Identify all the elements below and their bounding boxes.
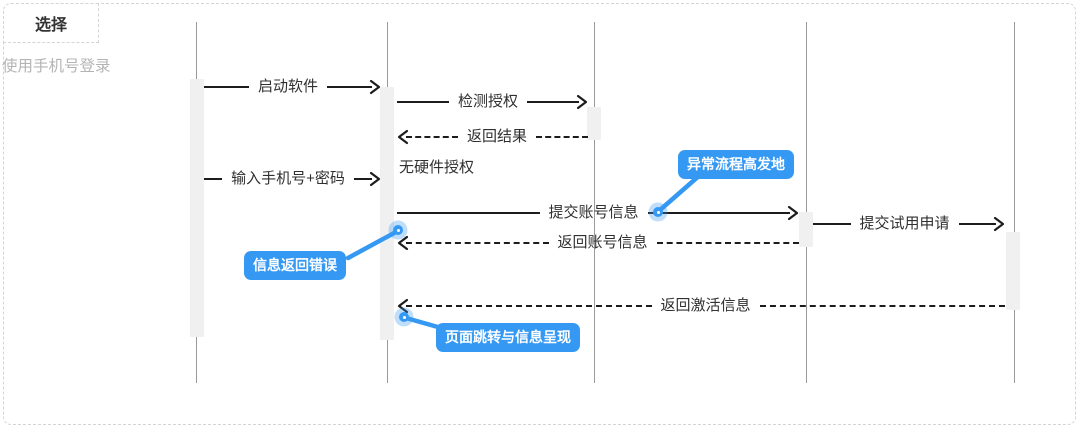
activation-bar-3 — [587, 107, 601, 140]
message-check-authorization: 检测授权 — [397, 91, 588, 113]
note-no-hardware-authorization: 无硬件授权 — [399, 159, 475, 176]
corner-select-box[interactable]: 选择 — [3, 3, 99, 43]
message-submit-trial-application: 提交试用申请 — [813, 213, 1005, 235]
message-label: 输入手机号+密码 — [231, 170, 345, 187]
message-line — [397, 101, 449, 103]
message-line — [536, 136, 589, 138]
message-line — [813, 223, 851, 225]
message-line — [527, 101, 580, 103]
message-line — [406, 136, 458, 138]
flow-title: 使用手机号登录 — [2, 58, 111, 75]
message-label: 启动软件 — [258, 78, 319, 95]
message-submit-account-info: 提交账号信息 — [397, 202, 799, 224]
arrowhead-right-icon — [576, 94, 588, 110]
message-label: 提交账号信息 — [548, 204, 639, 221]
message-line — [327, 86, 373, 88]
message-label: 提交试用申请 — [859, 215, 950, 232]
message-return-result: 返回结果 — [397, 126, 589, 148]
arrowhead-left-icon — [397, 298, 409, 314]
lifeline-3 — [594, 22, 595, 383]
activation-bar-1 — [190, 79, 204, 337]
message-label: 检测授权 — [458, 93, 519, 110]
message-line — [204, 86, 249, 88]
lifeline-5 — [1014, 22, 1015, 383]
message-line — [204, 178, 223, 180]
annotation-anchor-dot[interactable] — [653, 207, 663, 217]
message-line — [397, 212, 540, 214]
message-launch-software: 启动软件 — [204, 76, 381, 98]
message-line — [353, 178, 373, 180]
activation-bar-4 — [799, 212, 813, 247]
arrowhead-left-icon — [397, 129, 409, 145]
message-line — [759, 305, 1006, 307]
corner-select-label: 选择 — [34, 17, 67, 34]
lifeline-4 — [806, 22, 807, 383]
message-return-account-info: 返回账号信息 — [397, 232, 800, 254]
message-label: 返回激活信息 — [660, 297, 751, 314]
annotation-anchor-dot[interactable] — [399, 312, 409, 322]
annotation-badge-info-return-error[interactable]: 信息返回错误 — [244, 251, 346, 280]
message-line — [647, 212, 791, 214]
arrowhead-right-icon — [993, 216, 1005, 232]
annotation-anchor-dot[interactable] — [393, 225, 403, 235]
activation-bar-5 — [1006, 232, 1020, 310]
arrowhead-right-icon — [369, 171, 381, 187]
message-line — [656, 242, 800, 244]
message-label: 返回账号信息 — [557, 234, 648, 251]
activation-bar-2 — [380, 87, 394, 340]
annotation-badge-exception-hotspot[interactable]: 异常流程高发地 — [678, 150, 794, 179]
message-label: 返回结果 — [467, 128, 528, 145]
arrowhead-right-icon — [787, 205, 799, 221]
message-line — [958, 223, 997, 225]
message-line — [406, 305, 652, 307]
message-return-activation-info: 返回激活信息 — [397, 295, 1006, 317]
message-input-phone-password: 输入手机号+密码 — [204, 168, 381, 190]
arrowhead-left-icon — [397, 235, 409, 251]
arrowhead-right-icon — [369, 79, 381, 95]
message-line — [406, 242, 549, 244]
annotation-badge-page-jump-info-display[interactable]: 页面跳转与信息呈现 — [436, 323, 580, 352]
